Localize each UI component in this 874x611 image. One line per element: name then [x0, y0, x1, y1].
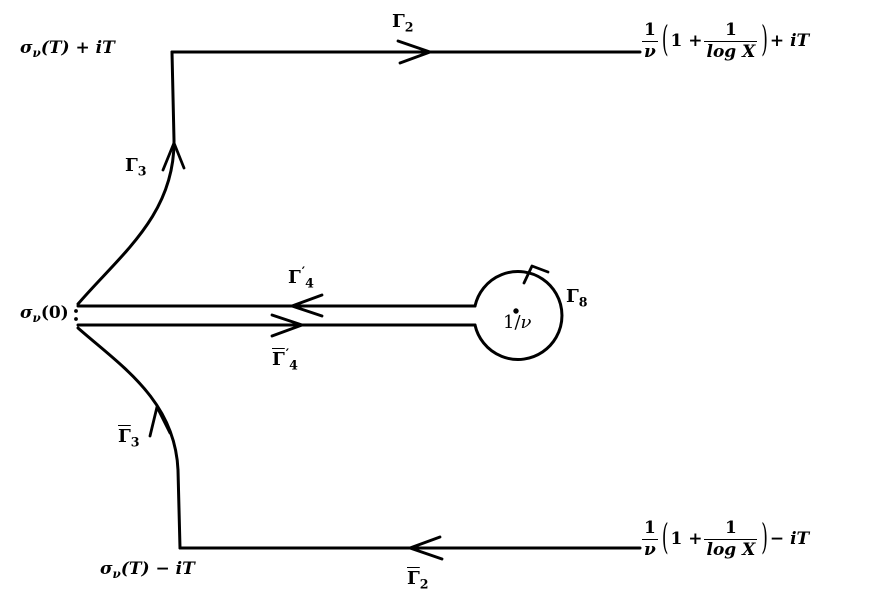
label-gamma2: Γ2: [392, 11, 414, 35]
contour-gamma3-bar: [76, 326, 182, 550]
label-bottom-left-corner: σν(T) − iT: [100, 559, 195, 582]
arrow-gamma8: [522, 264, 550, 285]
origin-dot-upper: [74, 309, 78, 313]
arrow-gamma4-prime-bar: [270, 313, 304, 338]
arrow-gamma3-bar: [148, 405, 172, 438]
label-top-left-corner: σν(T) + iT: [20, 38, 115, 61]
contour-gamma8: [473, 270, 564, 361]
label-gamma3-bar: Γ3: [118, 426, 140, 450]
pole-dot: [513, 308, 519, 314]
arrow-gamma2: [396, 39, 432, 65]
label-gamma4-prime: Γ′4: [288, 264, 314, 291]
arrow-gamma4-prime: [290, 293, 324, 318]
contour-gamma3: [76, 50, 176, 306]
origin-dot-lower: [74, 317, 78, 321]
label-gamma3: Γ3: [125, 155, 147, 179]
arrow-gamma3: [161, 141, 186, 172]
label-origin: σν(0): [20, 303, 69, 326]
label-gamma8: Γ8: [566, 286, 588, 310]
arrow-gamma2-bar: [408, 535, 444, 561]
label-gamma2-bar: Γ2: [407, 568, 429, 592]
label-gamma4-prime-bar: Γ′4: [272, 346, 298, 373]
label-pole: 1/ν: [503, 312, 532, 333]
